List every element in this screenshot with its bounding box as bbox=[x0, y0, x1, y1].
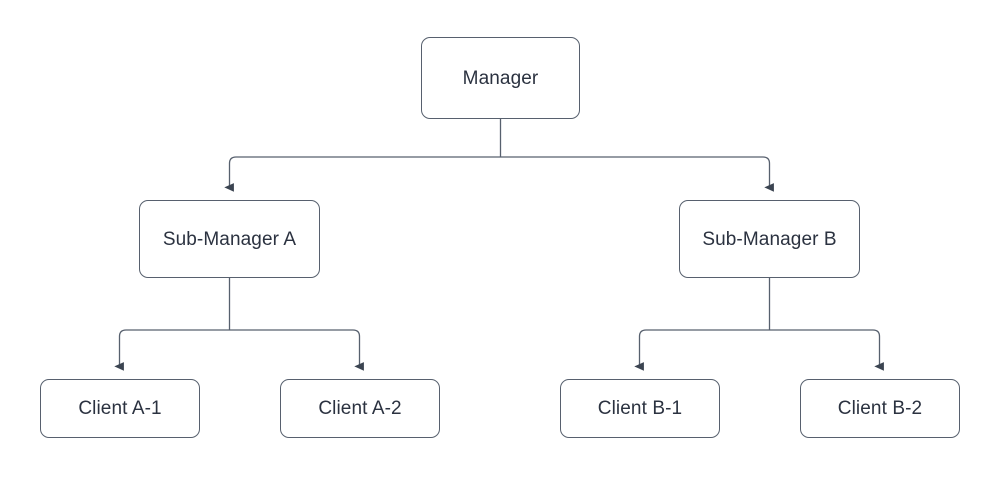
node-client-b2-label: Client B-2 bbox=[837, 398, 923, 419]
node-sub-manager-a[interactable]: Sub-Manager A bbox=[139, 200, 320, 278]
node-client-b1-label: Client B-1 bbox=[597, 398, 683, 419]
node-client-a2-label: Client A-2 bbox=[318, 398, 402, 419]
node-manager[interactable]: Manager bbox=[421, 37, 580, 119]
node-sub-manager-b-label: Sub-Manager B bbox=[702, 228, 837, 250]
node-client-b1[interactable]: Client B-1 bbox=[560, 379, 720, 438]
edge-submanager-a-to-client-a2 bbox=[229, 329, 364, 371]
node-sub-manager-b[interactable]: Sub-Manager B bbox=[679, 200, 860, 278]
edge-submanager-a-to-client-a1 bbox=[114, 329, 230, 371]
node-client-a2[interactable]: Client A-2 bbox=[280, 379, 440, 438]
node-manager-label: Manager bbox=[462, 67, 539, 89]
edge-submanager-b-to-client-b2 bbox=[769, 329, 884, 371]
edge-manager-to-submanager-a bbox=[224, 156, 501, 192]
node-client-a1[interactable]: Client A-1 bbox=[40, 379, 200, 438]
node-client-a1-label: Client A-1 bbox=[78, 398, 162, 419]
node-client-b2[interactable]: Client B-2 bbox=[800, 379, 960, 438]
edge-manager-to-submanager-b bbox=[500, 156, 774, 192]
edge-submanager-b-to-client-b1 bbox=[634, 329, 770, 371]
node-sub-manager-a-label: Sub-Manager A bbox=[162, 228, 297, 250]
